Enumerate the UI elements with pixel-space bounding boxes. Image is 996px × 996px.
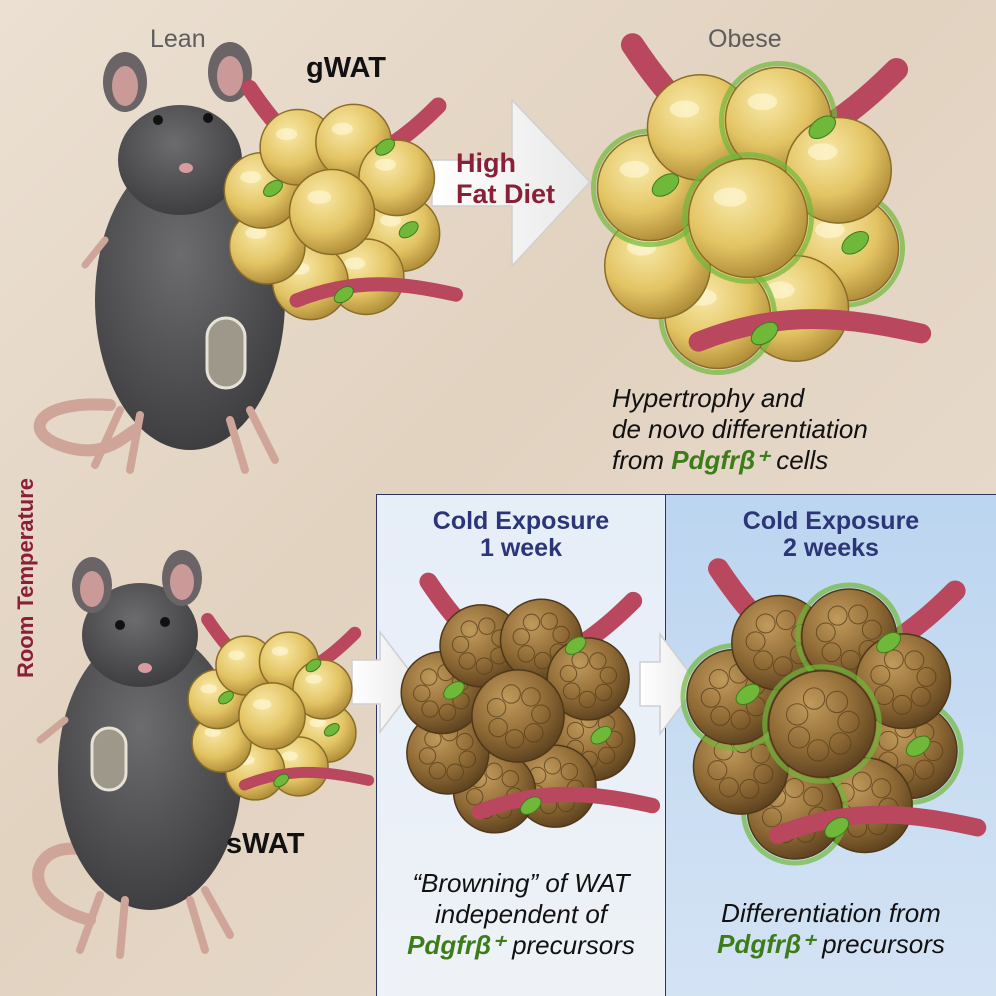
pdgfr-marker: Pdgfrβ⁺: [717, 929, 815, 959]
gwat-label: gWAT: [306, 52, 386, 84]
panel-2-title-line-2: 2 weeks: [783, 534, 879, 562]
panel-1-title-line-2: 1 week: [479, 534, 562, 562]
diet-line-1: High: [456, 148, 516, 178]
room-temperature-label: Room Temperature: [13, 477, 38, 679]
panel-2-caption-line-1: Differentiation from: [721, 898, 941, 928]
panel-2-caption-suffix: precursors: [814, 929, 945, 959]
panel-2-caption-line-2: Pdgfrβ⁺ precursors: [666, 929, 996, 960]
swat-label: sWAT: [226, 828, 305, 860]
pdgfr-marker: Pdgfrβ⁺: [671, 445, 769, 475]
obese-caption: Hypertrophy and de novo differentiation …: [612, 383, 868, 476]
obese-caption-line-2: de novo differentiation: [612, 414, 868, 444]
diet-line-2: Fat Diet: [456, 179, 556, 209]
high-fat-diet-arrow: [431, 98, 592, 268]
obese-caption-prefix: from: [612, 445, 672, 475]
panel-2-title-line-1: Cold Exposure: [742, 507, 920, 535]
lean-label: Lean: [150, 25, 206, 53]
gwat-cluster: [223, 79, 463, 321]
obese-cluster: [590, 33, 932, 376]
high-fat-diet-label: High Fat Diet: [456, 148, 555, 210]
panel-1-caption-line-2: independent of: [434, 899, 608, 929]
obese-label: Obese: [708, 25, 782, 53]
obese-caption-suffix: cells: [768, 445, 829, 475]
panel-1-caption-line-1: “Browning” of WAT: [412, 868, 630, 898]
cold-arrow-1: [351, 629, 419, 735]
brown-cluster-2-weeks: [680, 558, 987, 866]
panel-1-caption-line-3: Pdgfrβ⁺ precursors: [376, 930, 666, 961]
swat-cluster: [187, 612, 375, 801]
panel-1-title: Cold Exposure 1 week: [376, 508, 666, 562]
brown-cluster-1-week: [400, 572, 661, 834]
panel-2-caption: Differentiation from Pdgfrβ⁺ precursors: [666, 898, 996, 960]
panel-2-title: Cold Exposure 2 weeks: [666, 508, 996, 562]
panel-1-title-line-1: Cold Exposure: [432, 507, 610, 535]
panel-1-caption: “Browning” of WAT independent of Pdgfrβ⁺…: [376, 868, 666, 961]
panel-1-caption-suffix: precursors: [504, 930, 635, 960]
pdgfr-marker: Pdgfrβ⁺: [407, 930, 505, 960]
cold-arrow-2: [639, 631, 699, 737]
obese-caption-line-1: Hypertrophy and: [612, 383, 805, 413]
obese-caption-line-3: from Pdgfrβ⁺ cells: [612, 445, 868, 476]
